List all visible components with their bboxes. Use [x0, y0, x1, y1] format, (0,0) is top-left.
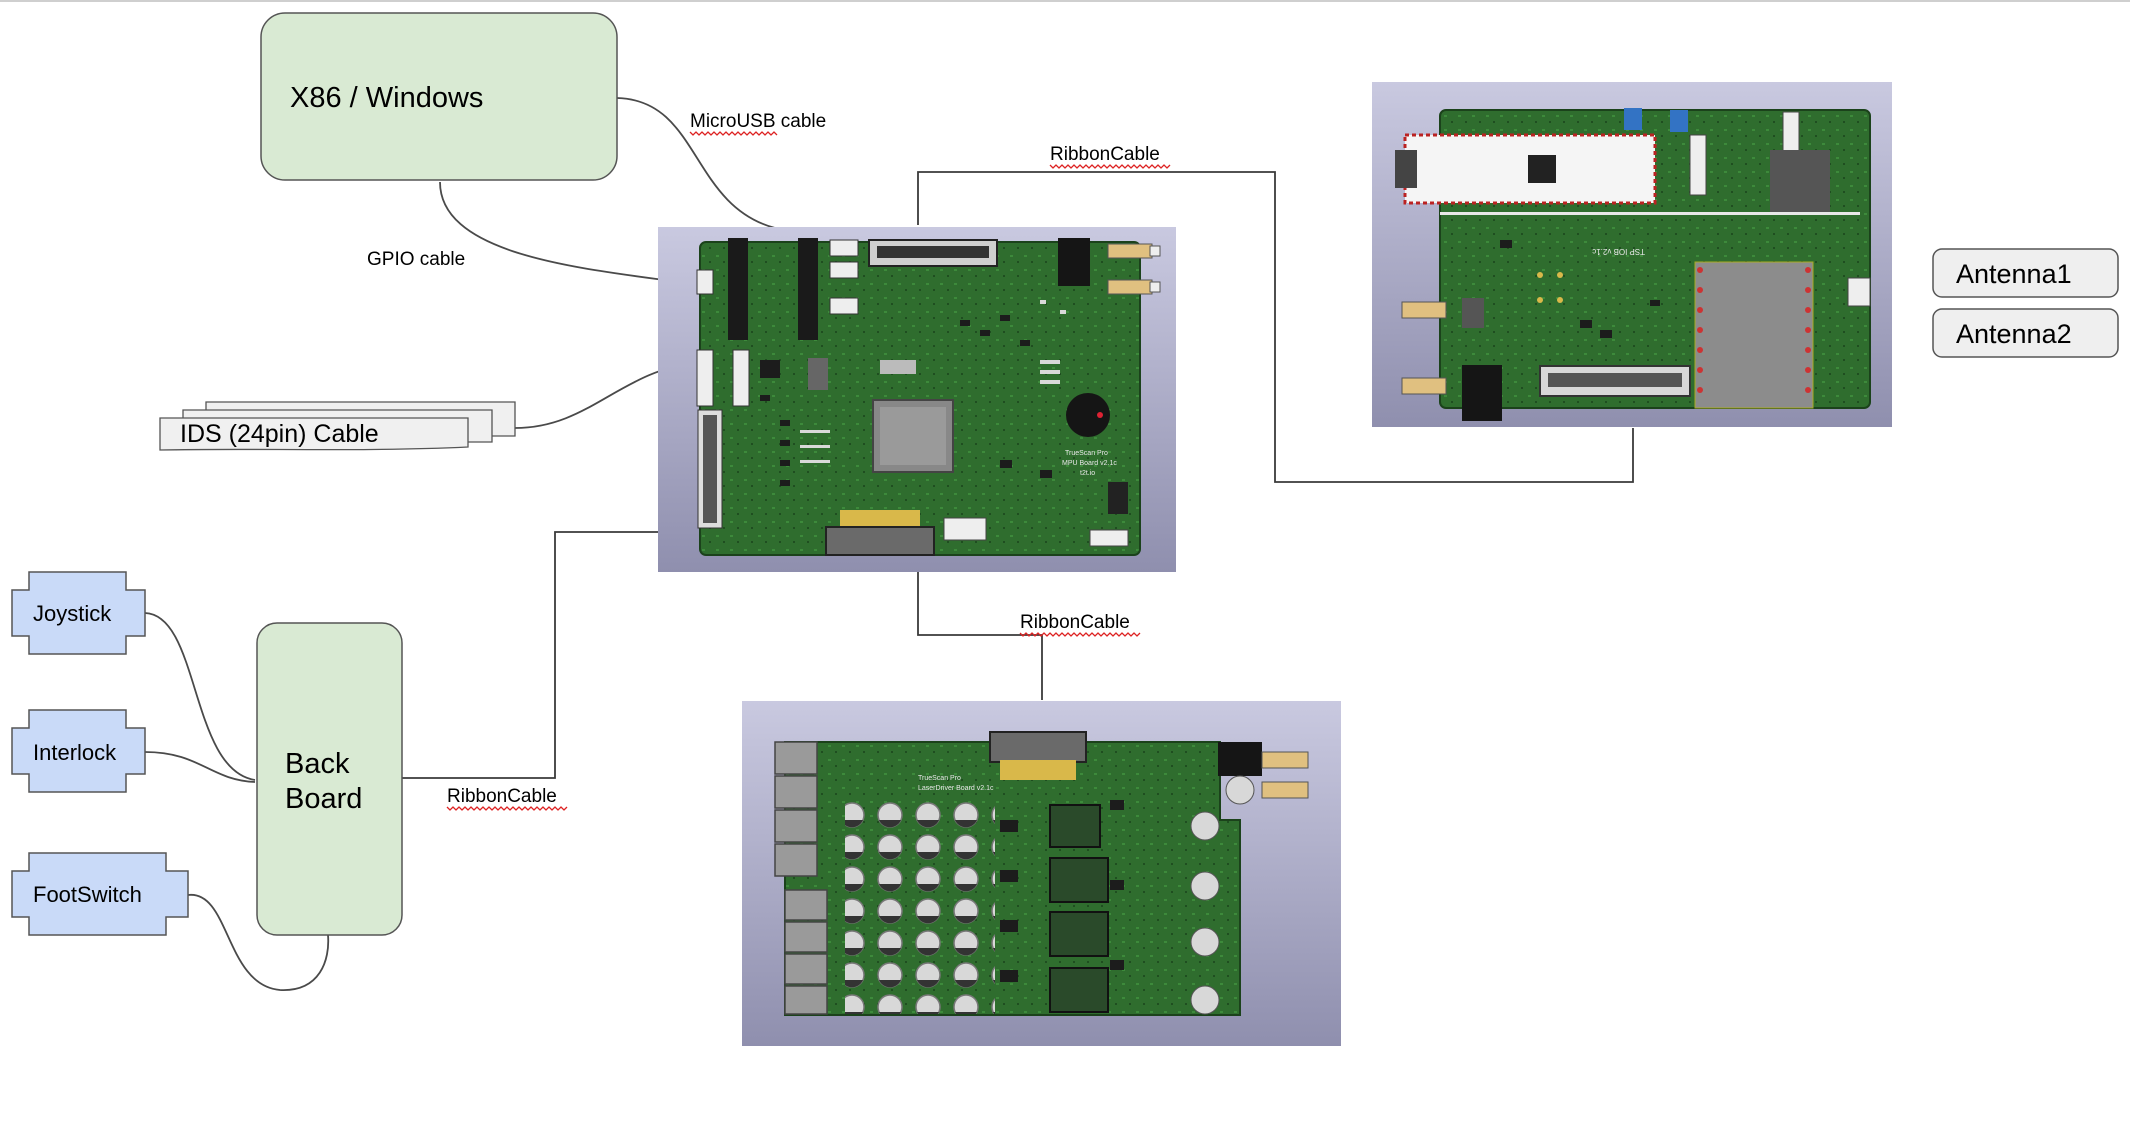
ribbon-top-label-group: RibbonCable — [1049, 144, 1171, 169]
antenna1-node: Antenna1 — [1932, 248, 2119, 298]
ribbon-back-label: RibbonCable — [447, 786, 557, 807]
spellcheck-underline — [1049, 164, 1171, 169]
mpu-silk-2: MPU Board v2.1c — [1062, 460, 1117, 467]
joystick-wire — [144, 612, 256, 781]
ribbon-bottom-line — [917, 572, 1043, 700]
iob-silk: TSP IOB v2.1c — [1592, 247, 1645, 256]
microusb-label: MicroUSB cable — [690, 111, 826, 132]
back-board-node: Back Board — [256, 622, 403, 936]
laser-silk-2: LaserDriver Board v2.1c — [918, 785, 994, 792]
interlock-label: Interlock — [33, 740, 117, 765]
ids-cable-label: IDS (24pin) Cable — [180, 420, 379, 448]
mpu-board-render: TrueScan Pro MPU Board v2.1c t2t.io — [658, 227, 1176, 572]
interlock-wire — [144, 751, 256, 783]
back-board-label-line2: Board — [285, 783, 362, 815]
ribbon-bottom-label-group: RibbonCable — [1019, 612, 1141, 637]
interlock-node: Interlock — [11, 709, 146, 793]
top-border — [0, 0, 2130, 2]
gpio-wire — [439, 181, 701, 286]
footswitch-wire — [187, 894, 330, 991]
spellcheck-underline — [689, 131, 778, 136]
ribbon-bottom-label: RibbonCable — [1020, 612, 1130, 633]
joystick-node: Joystick — [11, 571, 146, 655]
mpu-silk-1: TrueScan Pro — [1065, 450, 1108, 457]
ribbon-back-line — [402, 531, 660, 779]
back-board-label-line1: Back — [285, 748, 350, 780]
ribbon-top-label: RibbonCable — [1050, 144, 1160, 165]
laser-board-render: TrueScan Pro LaserDriver Board v2.1c — [742, 701, 1341, 1046]
spellcheck-underline — [446, 806, 568, 811]
antenna2-node: Antenna2 — [1932, 308, 2119, 358]
laser-silk-1: TrueScan Pro — [918, 775, 961, 782]
connector-lines — [144, 97, 1634, 991]
footswitch-node: FootSwitch — [11, 852, 189, 936]
microusb-label-group: MicroUSB cable — [689, 111, 826, 136]
gpio-label: GPIO cable — [367, 249, 465, 270]
host-label: X86 / Windows — [290, 82, 483, 114]
iob-board-render: TSP IOB v2.1c — [1372, 82, 1892, 427]
ids-cable-node: IDS (24pin) Cable — [159, 401, 516, 451]
microusb-wire — [616, 97, 776, 229]
antenna1-label: Antenna1 — [1956, 259, 2072, 289]
ribbon-back-label-group: RibbonCable — [446, 786, 568, 811]
spellcheck-underline — [1019, 632, 1141, 637]
mpu-silk-3: t2t.io — [1080, 470, 1095, 477]
footswitch-label: FootSwitch — [33, 882, 142, 907]
host-node: X86 / Windows — [260, 12, 618, 181]
ribbon-top-line — [917, 171, 1634, 483]
joystick-label: Joystick — [33, 601, 112, 626]
antenna2-label: Antenna2 — [1956, 319, 2072, 349]
